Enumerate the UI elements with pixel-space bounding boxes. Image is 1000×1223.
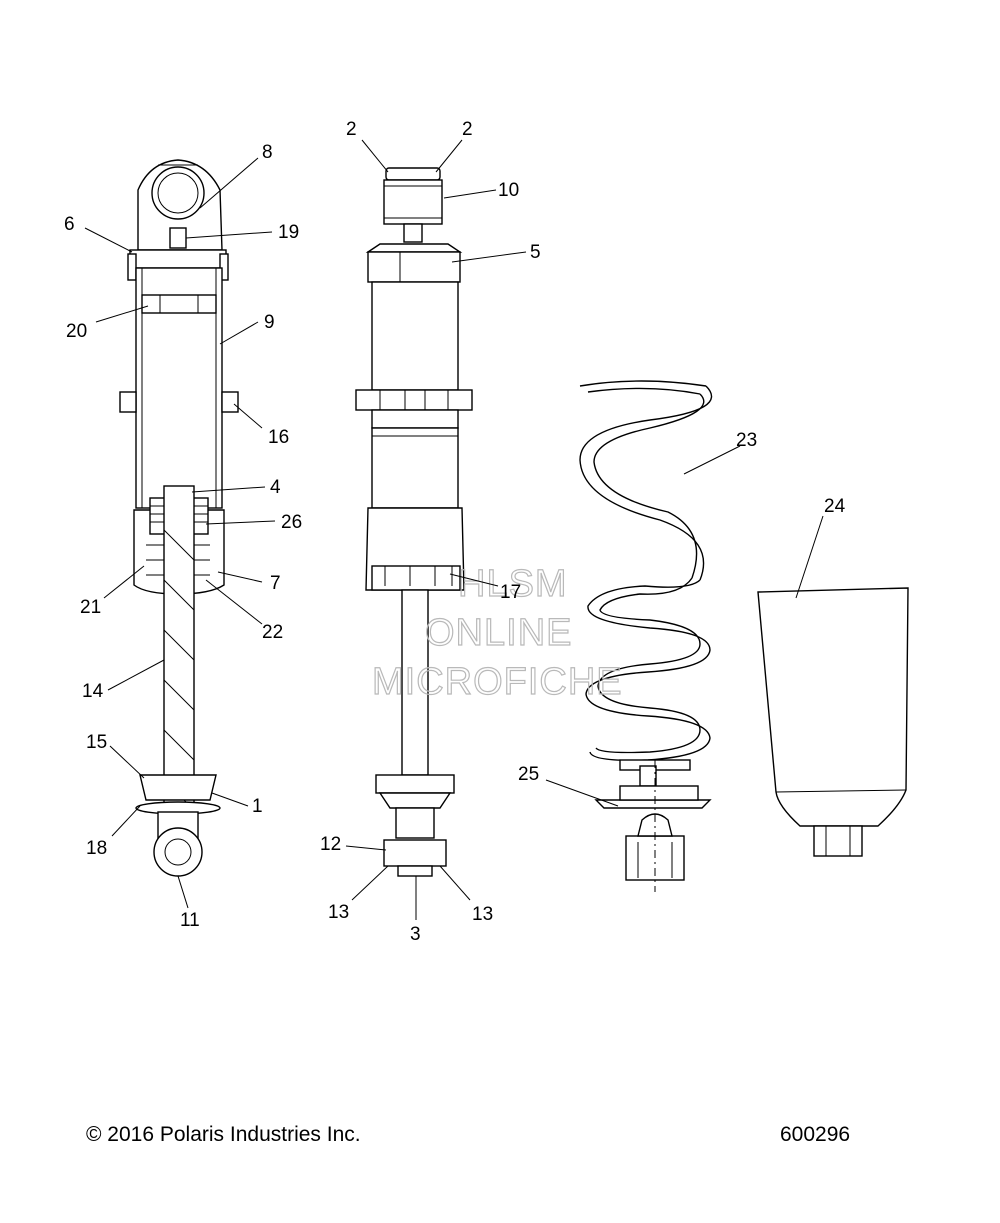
- callout-6: 6: [64, 214, 75, 235]
- watermark: HLSM ONLINE MICROFICHE: [371, 562, 623, 703]
- callout-22: 22: [262, 622, 283, 643]
- callout-3: 3: [410, 924, 421, 945]
- callout-5: 5: [530, 242, 541, 263]
- shock-boot: [757, 587, 909, 857]
- callout-19: 19: [278, 222, 299, 243]
- callout-24: 24: [824, 496, 846, 517]
- callout-11: 11: [180, 910, 200, 931]
- callout-7: 7: [270, 573, 281, 594]
- shock-exterior: [355, 167, 473, 877]
- callout-labels: 8 6 19 20 9 16 4 26 7 21 22 14 15 1 18 1…: [64, 119, 846, 945]
- callout-15: 15: [86, 732, 107, 753]
- watermark-line-3: MICROFICHE: [372, 661, 623, 703]
- callout-21: 21: [80, 597, 101, 618]
- callout-16: 16: [268, 427, 289, 448]
- callout-17: 17: [500, 582, 521, 603]
- callout-2-left: 2: [346, 119, 357, 140]
- callout-2-right: 2: [462, 119, 473, 140]
- callout-26: 26: [281, 512, 302, 533]
- drawing-number: 600296: [780, 1123, 851, 1146]
- leader-lines: [84, 139, 824, 920]
- watermark-line-1: HLSM: [458, 563, 568, 605]
- callout-18: 18: [86, 838, 107, 859]
- watermark-line-2: ONLINE: [425, 612, 572, 654]
- callout-12: 12: [320, 834, 341, 855]
- callout-13-right: 13: [472, 904, 493, 925]
- callout-9: 9: [264, 312, 275, 333]
- callout-25: 25: [518, 764, 539, 785]
- callout-14: 14: [82, 681, 104, 702]
- callout-10: 10: [498, 180, 519, 201]
- callout-20: 20: [66, 321, 87, 342]
- callout-4: 4: [270, 477, 281, 498]
- spring: [579, 380, 713, 892]
- copyright-notice: © 2016 Polaris Industries Inc.: [86, 1123, 361, 1146]
- shock-cross-section: [119, 159, 239, 877]
- callout-23: 23: [736, 430, 757, 451]
- callout-13-left: 13: [328, 902, 349, 923]
- callout-1: 1: [252, 796, 263, 817]
- callout-8: 8: [262, 142, 273, 163]
